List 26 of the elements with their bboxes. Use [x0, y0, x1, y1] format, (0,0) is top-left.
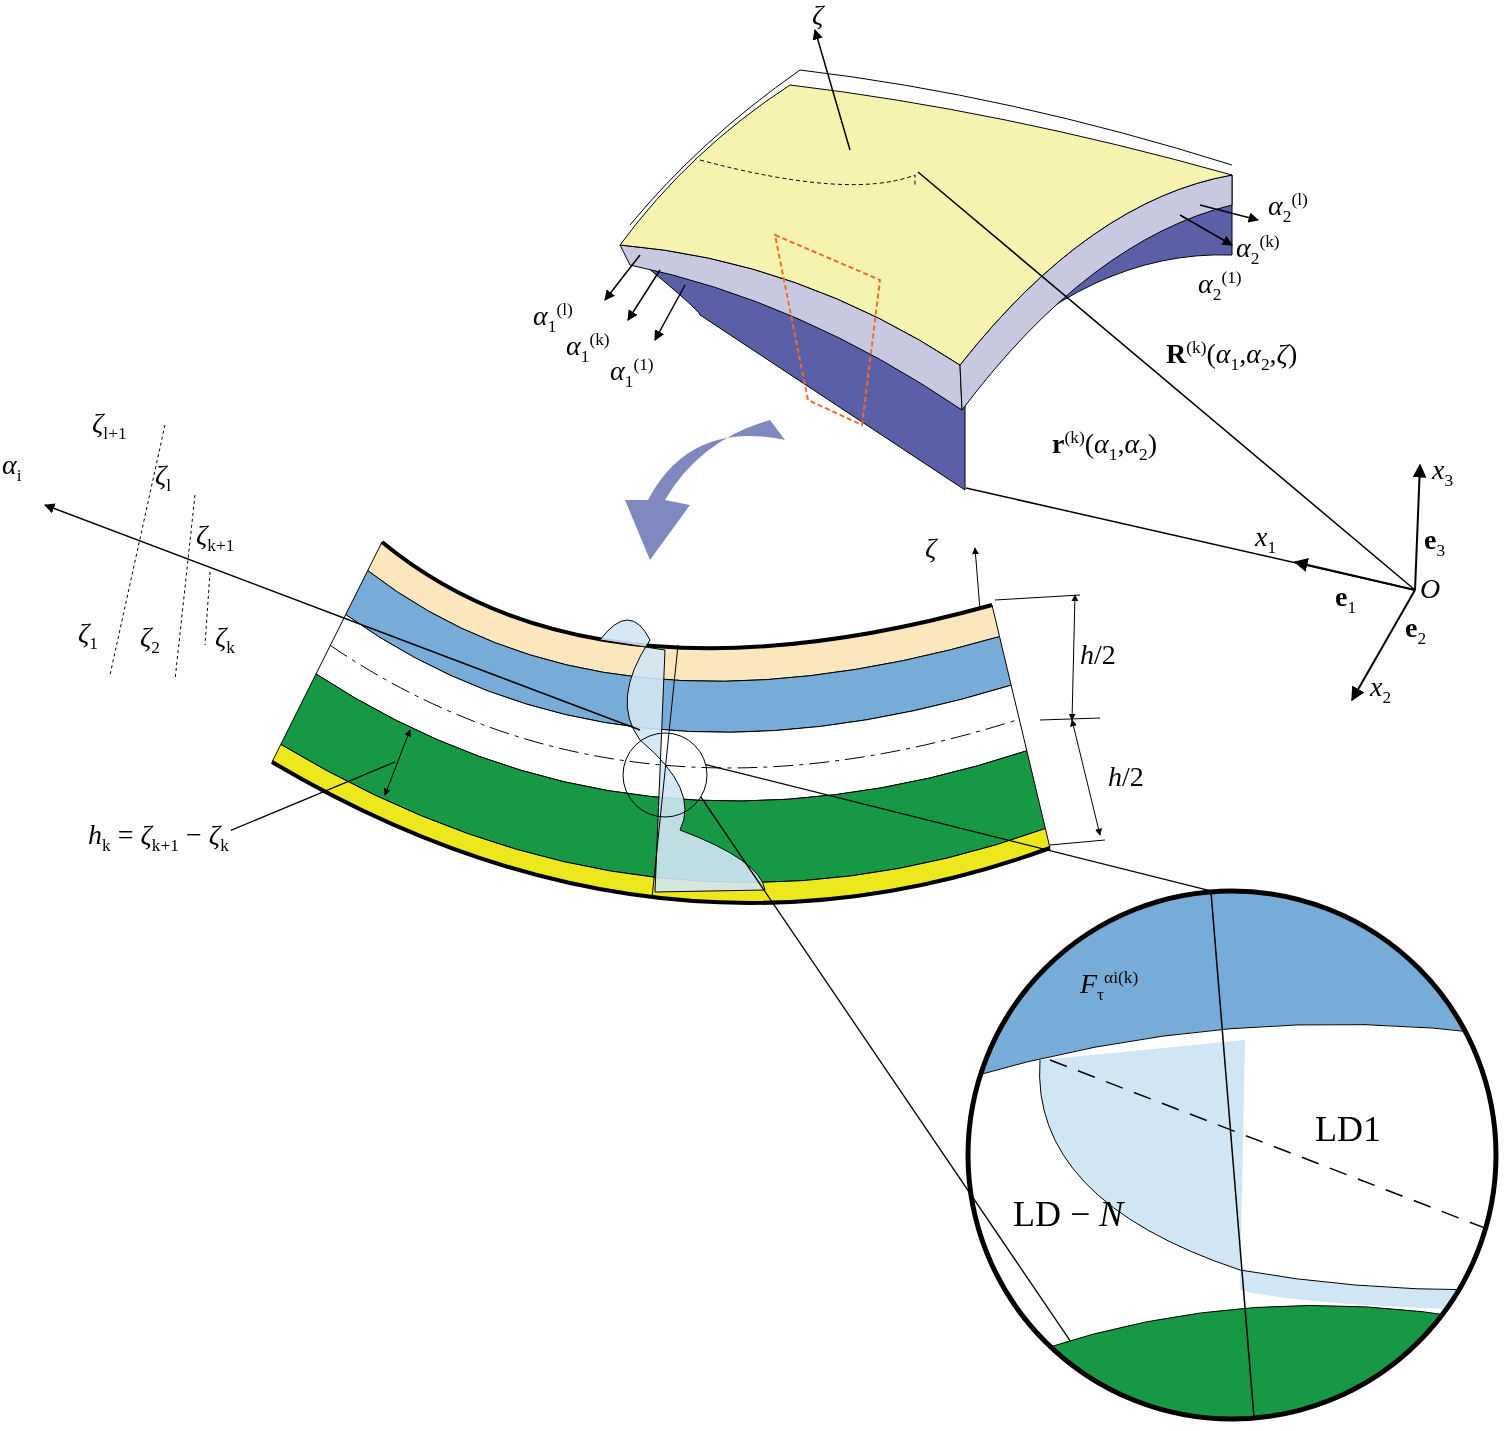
coordinate-label: ζ$_{l+1}$ — [92, 408, 127, 443]
vector-label: R$^{(k)}$(α$_{1}$,α$_{2}$,ζ) — [1166, 338, 1298, 374]
axis-label: x$_{1}$ — [1255, 522, 1277, 557]
magnified-view-drawing — [965, 888, 1499, 1422]
vector-label: r$^{(k)}$(α$_{1}$,α$_{2}$) — [1052, 428, 1158, 464]
dimension-label: h/2 — [1080, 640, 1116, 671]
axis-label: ζ — [925, 533, 937, 564]
coordinate-label: ζ$_{k}$ — [215, 622, 236, 657]
coordinate-label: ζ$_{l}$ — [155, 460, 172, 495]
coordinate-label: ζ$_{1}$ — [78, 618, 99, 653]
coordinate-label: ζ$_{2}$ — [140, 622, 161, 657]
coordinate-label: ζ$_{k+1}$ — [196, 520, 235, 555]
axis-label: ζ — [812, 0, 824, 31]
axis-label: x$_{3}$ — [1432, 455, 1454, 490]
axis-label: α$_{i}$ — [2, 450, 22, 485]
axis-label: x$_{2}$ — [1370, 672, 1392, 707]
magnifier-circle — [622, 732, 708, 818]
basis-vector-label: e$_{3}$ — [1424, 525, 1446, 560]
formula-label: h$_{k}$ = ζ$_{k+1}$ − ζ$_{k}$ — [88, 820, 229, 855]
basis-vector-label: e$_{2}$ — [1405, 613, 1427, 648]
origin-label: O — [1420, 574, 1441, 605]
dimension-label: h/2 — [1108, 762, 1144, 793]
region-label: LD1 — [1315, 1110, 1381, 1150]
region-label: LD − N — [1013, 1195, 1124, 1235]
leader-line — [230, 761, 396, 832]
basis-vector-label: e$_{1}$ — [1335, 582, 1357, 617]
